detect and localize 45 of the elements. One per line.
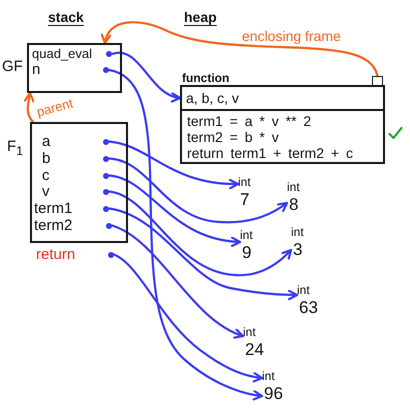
- pointer-arrow: [108, 68, 264, 400]
- variable-name: n: [32, 62, 40, 78]
- variable-name: term1: [34, 200, 72, 217]
- value-text: 3: [293, 240, 302, 260]
- object-type-label: function: [182, 72, 230, 85]
- value-text: 8: [289, 195, 298, 215]
- pointer-arrow: [108, 207, 298, 300]
- section-heading: heap: [184, 8, 217, 26]
- code-line: return term1 + term2 + c: [187, 145, 353, 161]
- frame-pointer-arrow: [24, 92, 34, 124]
- variable-name: v: [42, 183, 50, 200]
- code-line: term1 = a * v ** 2: [187, 113, 312, 129]
- section-heading: stack: [48, 8, 84, 26]
- pointer-arrow: [108, 174, 242, 246]
- value-text: 9: [242, 243, 252, 263]
- value-text: 24: [245, 340, 264, 360]
- parameter-list: a, b, c, v: [182, 87, 383, 111]
- pointer-arrow: [110, 224, 244, 338]
- type-label: int: [240, 229, 253, 242]
- type-label: int: [243, 326, 256, 339]
- pointer-slot: [372, 76, 383, 86]
- type-label: int: [291, 226, 304, 239]
- type-label: int: [287, 181, 300, 194]
- variable-name: c: [42, 167, 50, 184]
- pointer-arrow: [108, 157, 288, 224]
- frame-label: GF: [2, 58, 23, 76]
- value-text: 7: [240, 190, 250, 210]
- type-label: int: [297, 284, 310, 297]
- type-label: int: [262, 370, 275, 383]
- edge-label: enclosing frame: [240, 28, 343, 44]
- value-text: 63: [299, 298, 318, 318]
- pointer-arrow: [112, 253, 264, 382]
- value-text: 96: [264, 384, 283, 404]
- variable-name: quad_eval: [32, 46, 92, 62]
- frame-pointer-arrow: [102, 21, 379, 78]
- pointer-arrow: [108, 140, 240, 190]
- frame-label: F$_{1}$: [7, 138, 24, 160]
- pointer-arrow: [108, 190, 292, 276]
- variable-name: term2: [34, 217, 72, 234]
- variable-name: return: [36, 246, 76, 263]
- variable-name: a: [42, 133, 50, 150]
- type-label: int: [238, 176, 251, 189]
- variable-name: b: [42, 150, 50, 167]
- pointer-arrow: [110, 52, 182, 102]
- code-line: term2 = b * v: [187, 129, 279, 145]
